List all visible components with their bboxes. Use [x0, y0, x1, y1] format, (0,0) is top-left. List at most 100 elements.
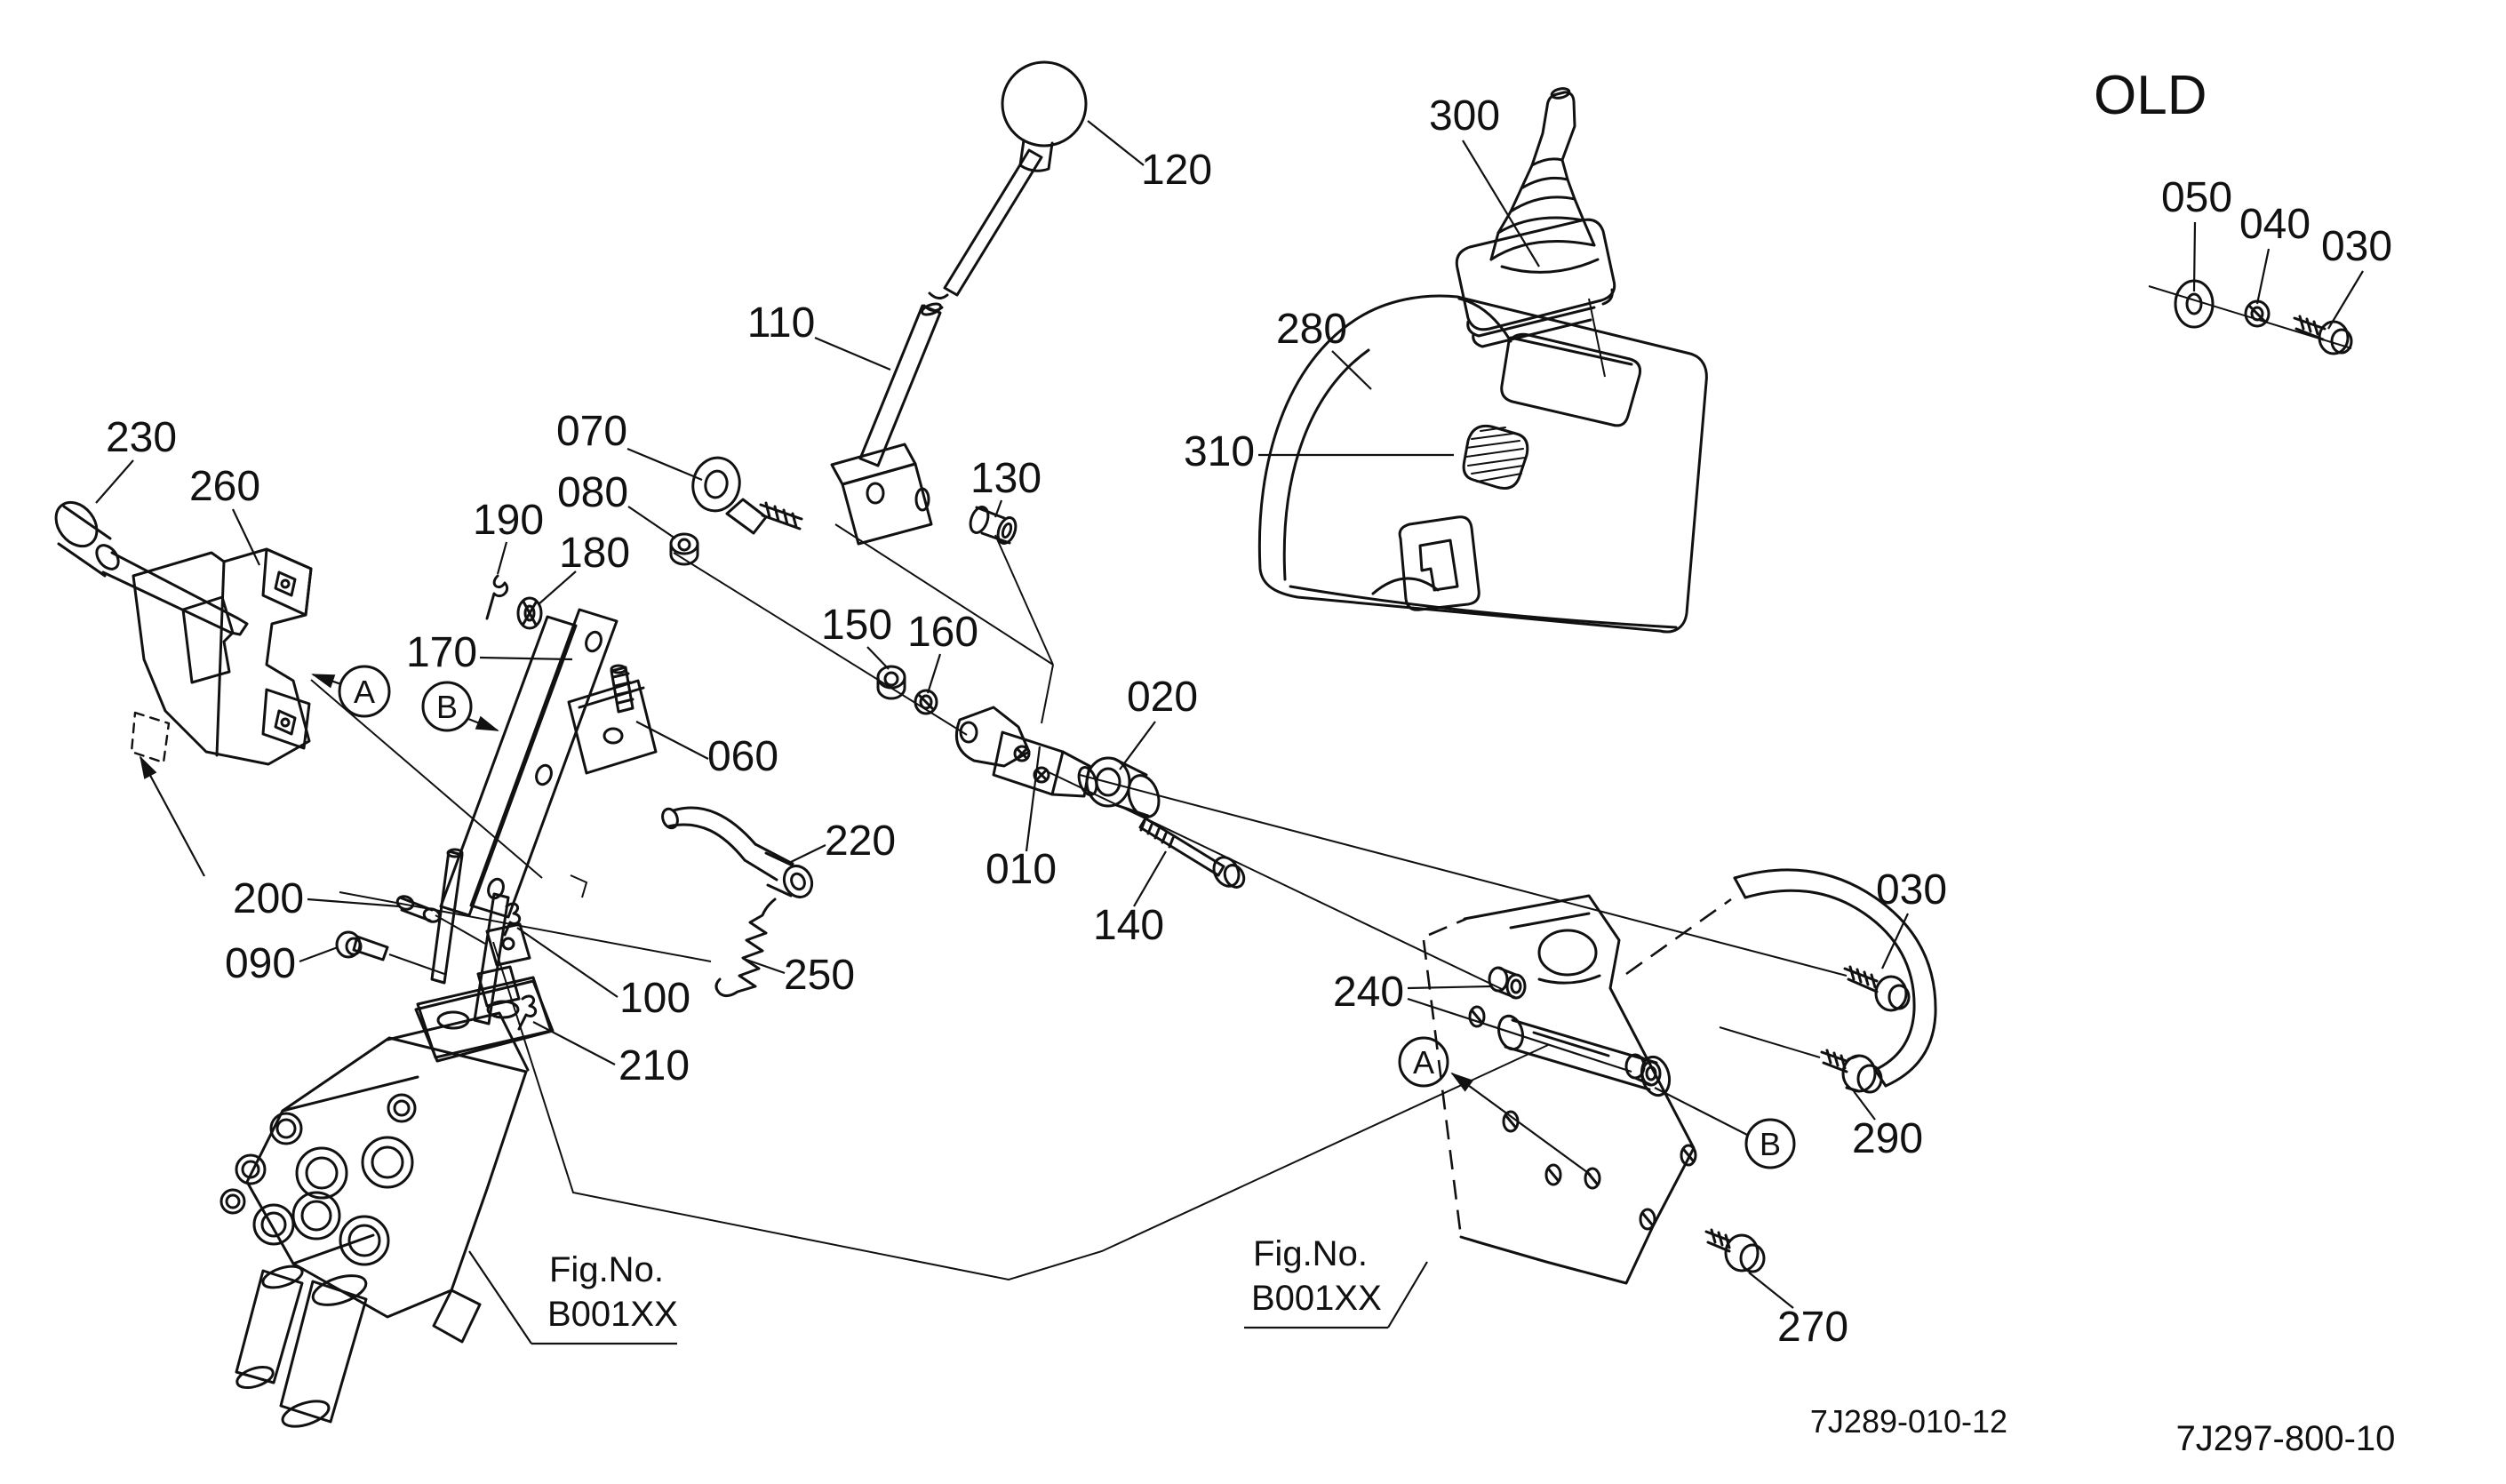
- part-label-020: 020: [1127, 674, 1198, 721]
- fig-ref-leader: [1387, 1261, 1428, 1328]
- ref-arrow: [311, 673, 342, 689]
- leader-line-150: [866, 646, 890, 670]
- construction-line: [1041, 664, 1054, 724]
- part-label-210: 210: [619, 1042, 690, 1089]
- construction-line: [1079, 774, 1848, 977]
- leader-line-280: [1331, 350, 1372, 390]
- hidden-edge-line: [1428, 917, 1467, 937]
- spacer-130: [969, 506, 1018, 545]
- leader-line-250: [746, 958, 786, 975]
- part-label-120: 120: [1141, 147, 1212, 194]
- lever-230: [54, 500, 249, 636]
- leader-line-060: [635, 721, 709, 760]
- fig-ref-label: Fig.No.: [1253, 1234, 1368, 1273]
- leader-line-190: [496, 541, 508, 575]
- leader-line-180: [538, 570, 577, 605]
- part-label-130: 130: [970, 455, 1042, 502]
- part-label-180: 180: [559, 530, 630, 577]
- leader-line-210: [532, 1021, 616, 1065]
- leader-line-030: [1881, 913, 1909, 969]
- construction-line: [492, 941, 1549, 1281]
- part-label-170: 170: [406, 629, 477, 676]
- pivot-block: [830, 443, 933, 546]
- part-label-040: 040: [2239, 201, 2310, 248]
- drawing-code: 7J297-800-10: [2176, 1419, 2396, 1458]
- ref-circle-B: [1744, 1118, 1796, 1169]
- leader-line-120: [1087, 120, 1145, 166]
- part-label-100: 100: [619, 975, 690, 1022]
- leader-line-220: [786, 844, 826, 865]
- ref-arrow: [467, 715, 499, 732]
- part-label-060: 060: [707, 733, 778, 780]
- bolt-140: [1138, 817, 1246, 889]
- lever-shaft-110: [858, 148, 1043, 467]
- fig-ref-code: B001XX: [547, 1295, 678, 1334]
- part-label-220: 220: [825, 818, 896, 865]
- leader-line-140: [1133, 850, 1167, 907]
- part-label-240: 240: [1333, 969, 1404, 1016]
- construction-line: [1046, 770, 1504, 991]
- nut-080: [669, 532, 699, 566]
- leader-line-050: [2192, 221, 2197, 292]
- part-label-290: 290: [1852, 1115, 1923, 1162]
- construction-line: [834, 523, 1054, 666]
- rod-end-070: [691, 456, 803, 535]
- construction-line: [388, 953, 445, 975]
- part-label-300: 300: [1429, 92, 1500, 140]
- leader-line-300: [1462, 140, 1540, 267]
- ref-circle-B: [421, 681, 473, 732]
- leader-line-020: [1119, 721, 1156, 770]
- bracket-right: [1459, 868, 1937, 1285]
- construction-line: [2148, 285, 2352, 349]
- drawing-code: 7J289-010-12: [1810, 1403, 2007, 1440]
- part-label-310: 310: [1184, 428, 1255, 475]
- construction-layer: [140, 285, 2352, 1281]
- part-label-160: 160: [907, 609, 978, 656]
- part-label-230: 230: [106, 414, 177, 461]
- ref-letter-A: A: [1413, 1044, 1434, 1081]
- leader-line-040: [2255, 248, 2271, 305]
- part-label-080: 080: [557, 469, 628, 516]
- bracket-260: [130, 547, 313, 766]
- bolt-090: [335, 930, 389, 961]
- ref-circle-A: [338, 665, 391, 718]
- ref-letter-B: B: [436, 689, 458, 725]
- old-marker: OLD: [2094, 65, 2207, 126]
- part-label-110: 110: [747, 299, 816, 347]
- bolt-030: [1843, 965, 1911, 1012]
- part-label-140: 140: [1093, 902, 1164, 949]
- fig-ref-code: B001XX: [1251, 1279, 1382, 1318]
- leader-line-100: [516, 927, 619, 998]
- construction-line: [435, 914, 486, 945]
- leader-line-270: [1748, 1272, 1794, 1309]
- leader-line-070: [626, 447, 703, 482]
- part-label-280: 280: [1276, 306, 1347, 353]
- fig-ref-leader: [468, 1250, 532, 1344]
- part-label-270: 270: [1777, 1304, 1848, 1351]
- ref-letter-A: A: [354, 674, 375, 710]
- ref-letter-B: B: [1760, 1126, 1781, 1162]
- ref-circle-A: [1398, 1036, 1449, 1088]
- plate-170: [439, 608, 619, 919]
- attach-arrow: [140, 755, 205, 877]
- bracket-060: [567, 664, 658, 775]
- fitting-270: [1704, 1228, 1766, 1273]
- part-label-200: 200: [233, 875, 304, 922]
- construction-line: [1719, 1026, 1821, 1058]
- leader-line-110: [814, 336, 891, 371]
- leader-line-090: [299, 945, 339, 963]
- part-label-090: 090: [225, 940, 296, 987]
- old-hardware-group: [2174, 279, 2353, 355]
- labels-layer: 0100200300300400500600700800901001101201…: [95, 65, 2396, 1458]
- part-label-260: 260: [189, 463, 260, 510]
- ref-arrow: [1450, 1072, 1592, 1176]
- part-label-030: 030: [2321, 223, 2392, 270]
- part-label-070: 070: [556, 408, 627, 455]
- fitting-290: [1820, 1049, 1883, 1094]
- part-label-150: 150: [821, 602, 892, 649]
- leader-line-240: [1407, 985, 1492, 990]
- fig-ref-label: Fig.No.: [549, 1250, 664, 1289]
- leader-line-010: [1025, 746, 1042, 852]
